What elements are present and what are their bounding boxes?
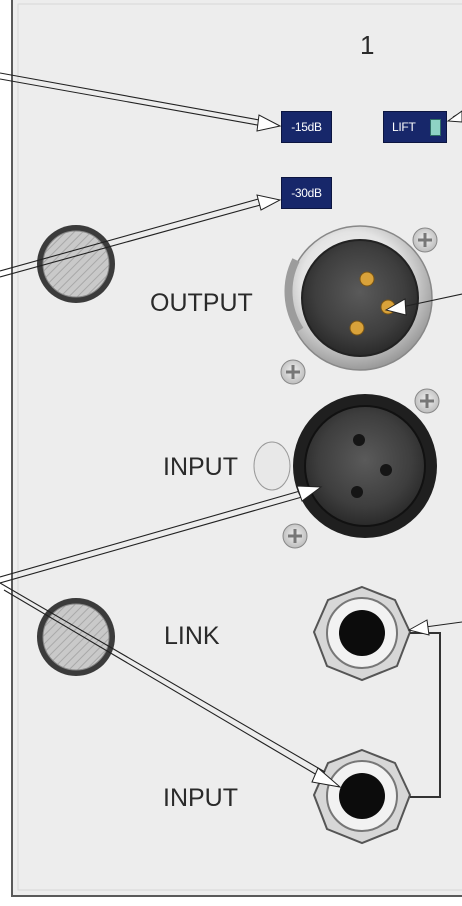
link-jack: [312, 585, 412, 682]
callout-arrows: [0, 72, 462, 779]
pad-15db-button[interactable]: -15dB: [281, 111, 332, 143]
output-xlr-connector: [280, 225, 438, 385]
mount-screw: [280, 359, 306, 385]
input-xlr-connector: [253, 388, 440, 549]
input-jack-label: INPUT: [163, 784, 238, 812]
mount-screw: [414, 388, 440, 414]
pad-30db-button[interactable]: -30dB: [281, 177, 332, 209]
arrow-heads: [256, 110, 462, 788]
input-xlr-label: INPUT: [163, 453, 238, 481]
mount-screw: [412, 227, 438, 253]
mount-screw: [282, 523, 308, 549]
input-jack: [312, 748, 412, 845]
channel-number: 1: [360, 30, 375, 60]
screw-bottom-left: [37, 598, 115, 676]
ground-lift-button[interactable]: LIFT: [383, 111, 447, 143]
output-label: OUTPUT: [150, 289, 253, 317]
pad-30db-label: -30dB: [291, 186, 322, 200]
pad-15db-label: -15dB: [291, 120, 322, 134]
ground-lift-label: LIFT: [392, 120, 416, 134]
link-label: LINK: [164, 622, 220, 650]
lift-led-indicator: [430, 119, 441, 136]
